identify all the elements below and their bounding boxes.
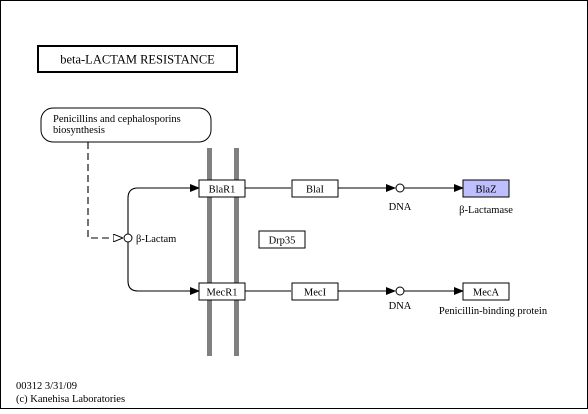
blar1-label: BlaR1: [209, 185, 236, 196]
meci-label: MecI: [304, 288, 327, 299]
gene-node-blaz[interactable]: BlaZ: [462, 179, 510, 198]
biosynthesis-label-line2: biosynthesis: [53, 125, 105, 136]
gene-node-drp35[interactable]: Drp35: [258, 230, 306, 249]
dna-compound-bottom[interactable]: [395, 286, 405, 296]
dna-top-label: DNA: [389, 202, 412, 213]
blai-label: BlaI: [306, 185, 325, 196]
diagram-title: beta-LACTAM RESISTANCE: [60, 53, 215, 67]
gene-node-mecr1[interactable]: MecR1: [198, 282, 246, 301]
dna-compound-top[interactable]: [395, 183, 405, 193]
gene-node-blai[interactable]: BlaI: [291, 179, 339, 198]
lactam-to-blar1-arrow: [127, 184, 200, 234]
map-id-label: 00312 3/31/09: [16, 381, 77, 392]
beta-lactam-compound[interactable]: [123, 233, 133, 243]
title-box: beta-LACTAM RESISTANCE: [37, 45, 238, 73]
biosynthesis-pathway-node[interactable]: Penicillins and cephalosporins biosynthe…: [40, 107, 212, 143]
copyright-label: (c) Kanehisa Laboratories: [16, 394, 125, 405]
blaz-label: BlaZ: [476, 185, 497, 196]
mecr1-label: MecR1: [207, 288, 238, 299]
lactam-to-mecr1-arrow: [127, 242, 200, 295]
gene-node-meca[interactable]: MecA: [462, 282, 510, 301]
biosynthesis-to-lactam-arrow: [87, 142, 122, 238]
dna-bottom-label: DNA: [389, 301, 412, 312]
meca-label: MecA: [473, 288, 500, 299]
beta-lactam-label: β-Lactam: [136, 234, 176, 245]
gene-node-blar1[interactable]: BlaR1: [198, 179, 246, 198]
beta-lactamase-label: β-Lactamase: [459, 205, 513, 216]
gene-node-meci[interactable]: MecI: [291, 282, 339, 301]
drp35-label: Drp35: [269, 236, 296, 247]
pbp-label: Penicillin-binding protein: [439, 306, 548, 317]
biosynthesis-label-line1: Penicillins and cephalosporins: [53, 114, 181, 125]
